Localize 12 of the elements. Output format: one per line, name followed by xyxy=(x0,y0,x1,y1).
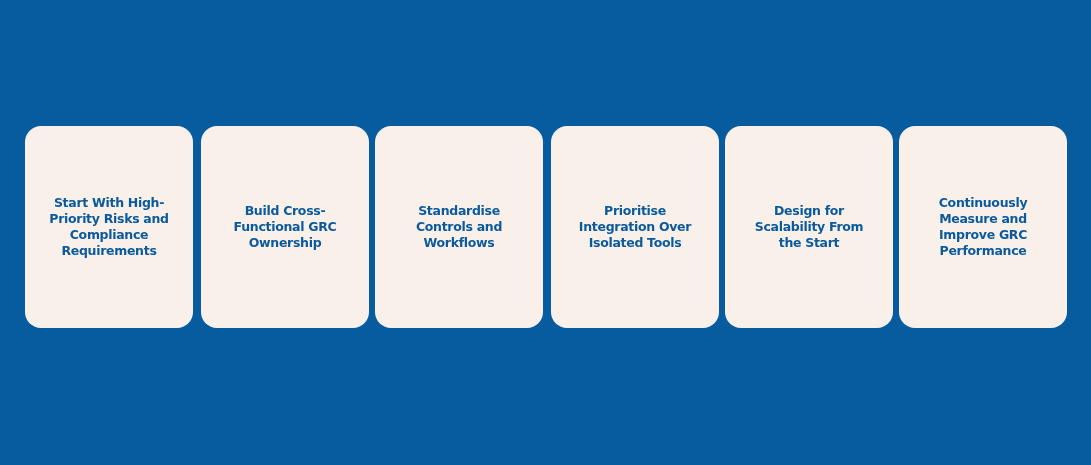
step-card xyxy=(375,126,543,328)
step-text: Prioritise Integration Over Isolated Tools xyxy=(577,203,693,251)
step-text: Design for Scalability From the Start xyxy=(753,203,865,251)
step-card xyxy=(201,126,369,328)
step-card xyxy=(25,126,193,328)
step-card xyxy=(725,126,893,328)
step-text: Continuously Measure and Improve GRC Performance xyxy=(937,195,1029,259)
step-card xyxy=(551,126,719,328)
step-card xyxy=(899,126,1067,328)
step-text: Start With High-Priority Risks and Compliance Requirements xyxy=(48,195,170,259)
step-text: Build Cross-Functional GRC Ownership xyxy=(232,203,338,251)
step-text: Standardise Controls and Workflows xyxy=(414,203,504,251)
